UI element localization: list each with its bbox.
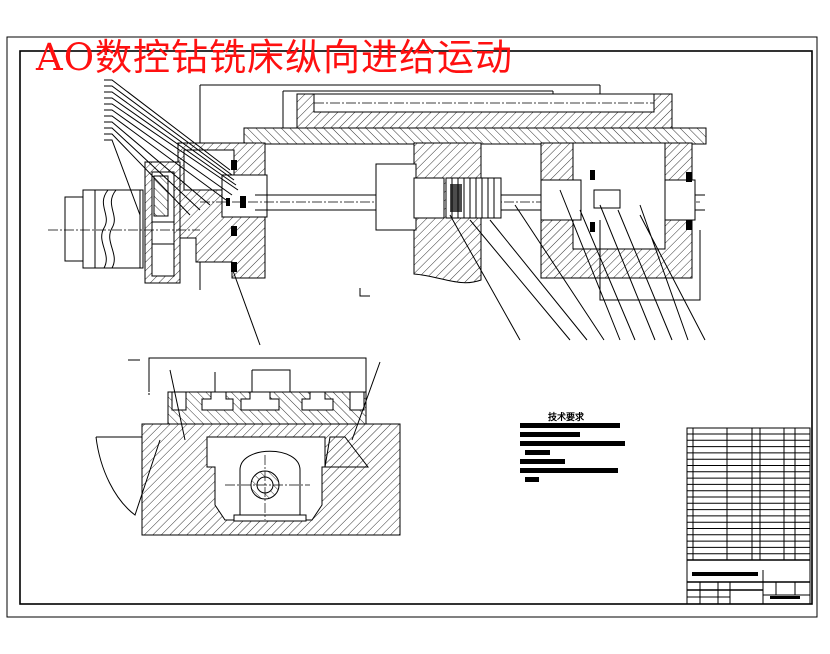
technical-requirements-lines	[520, 423, 625, 482]
technical-requirements-heading: 技术要求	[548, 413, 585, 423]
outer-border	[6, 36, 818, 618]
saddle-plate	[243, 127, 707, 145]
main-view	[48, 79, 707, 346]
servo-motor	[64, 189, 144, 269]
ball-nut	[445, 177, 502, 219]
title-block	[686, 427, 811, 605]
drawing-title: AO数控钻铣床纵向进给运动	[36, 36, 514, 79]
inner-border	[19, 50, 813, 605]
section-view	[95, 357, 401, 536]
